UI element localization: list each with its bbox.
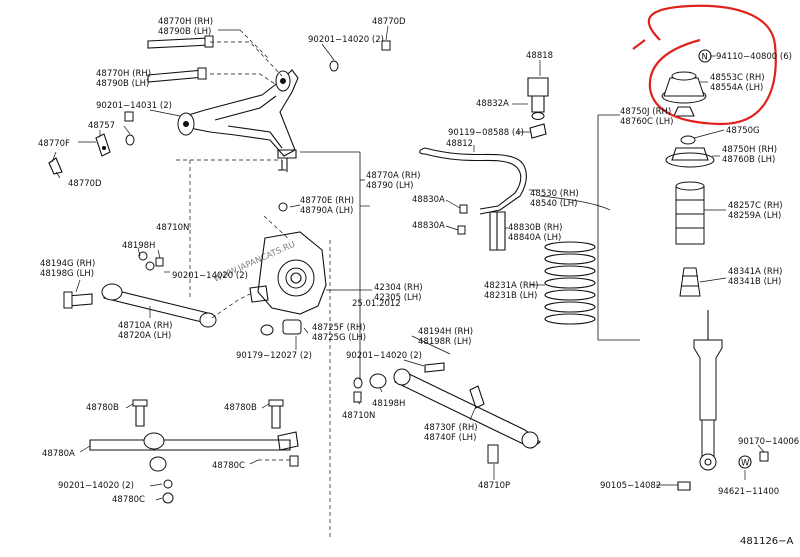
label-48830a-b: 48830A <box>412 221 445 231</box>
label-48257c-48259a: 48257C (RH) <box>728 201 783 211</box>
label-48780c-b: 48780C <box>112 495 145 505</box>
label-48770a-48790-lh: 48790 (LH) <box>366 181 414 191</box>
label-48830b-48840a-lh: 48840A (LH) <box>508 233 561 243</box>
w-marker-icon <box>738 455 752 469</box>
label-48780b-a: 48780B <box>86 403 119 413</box>
label-48553c-48554a: 48553C (RH) <box>710 73 765 83</box>
label-48710n-a: 48710N <box>156 223 189 233</box>
label-48812: 48812 <box>446 139 473 149</box>
label-48818: 48818 <box>526 51 553 61</box>
label-48770a-48790: 48770A (RH) <box>366 171 421 181</box>
label-48770e-48790a: 48770E (RH) <box>300 196 354 206</box>
label-48530-48540-lh: 48540 (LH) <box>530 199 578 209</box>
label-48730f-48740f-lh: 48740F (LH) <box>424 433 476 443</box>
label-48750j-48760c-lh: 48760C (LH) <box>620 117 673 127</box>
label-48341a-48341b-lh: 48341B (LH) <box>728 277 781 287</box>
coil-spring <box>544 241 596 325</box>
label-48198h-a: 48198H <box>122 241 155 251</box>
label-48770h-48790b: 48770H (RH) <box>158 17 213 27</box>
w-marker-label: W <box>741 459 750 469</box>
highlight-tail <box>632 39 646 50</box>
rear-axle-carrier <box>249 231 327 336</box>
label-90119-08588: 90119−08588 (4) <box>448 128 524 138</box>
label-48830b-48840a: 48830B (RH) <box>508 223 563 233</box>
label-48341a-48341b: 48341A (RH) <box>728 267 783 277</box>
label-48194g-48198g: 48194G (RH) <box>40 259 95 269</box>
label-48231a-48231b: 48231A (RH) <box>484 281 539 291</box>
label-48725f-48725g-lh: 48725G (LH) <box>312 333 366 343</box>
label-48553c-48554a-lh: 48554A (LH) <box>710 83 763 93</box>
label-48770h-48790b-b: 48770H (RH) <box>96 69 151 79</box>
label-90179-12027: 90179−12027 (2) <box>236 351 312 361</box>
label-48770d-top: 48770D <box>372 17 406 27</box>
label-48770f: 48770F <box>38 139 70 149</box>
label-48194h-48198r: 48194H (RH) <box>418 327 473 337</box>
label-48750g: 48750G <box>726 126 760 136</box>
label-48710a-48720a-lh: 48720A (LH) <box>118 331 171 341</box>
label-48710a-48720a: 48710A (RH) <box>118 321 173 331</box>
leader-lines <box>51 25 765 540</box>
label-48770e-48790a-lh: 48790A (LH) <box>300 206 353 216</box>
label-48257c-48259a-lh: 48259A (LH) <box>728 211 781 221</box>
label-90105-14082: 90105−14082 <box>600 481 661 491</box>
label-90201-14020-b: 90201−14020 (2) <box>172 271 248 281</box>
label-48725f-48725g: 48725F (RH) <box>312 323 366 333</box>
label-48830a-a: 48830A <box>412 195 445 205</box>
diagram-reference-number: 481126−A <box>740 536 794 547</box>
label-48530-48540: 48530 (RH) <box>530 189 579 199</box>
label-48750h-48760b: 48750H (RH) <box>722 145 777 155</box>
label-90201-14031: 90201−14031 (2) <box>96 101 172 111</box>
strut-mount-group <box>661 71 715 297</box>
label-48194h-48198r-lh: 48198R (LH) <box>418 337 471 347</box>
label-48780a: 48780A <box>42 449 75 459</box>
label-48770d-left: 48770D <box>68 179 102 189</box>
label-48710n-b: 48710N <box>342 411 375 421</box>
label-42304-42305: 42304 (RH) <box>374 283 423 293</box>
label-48231a-48231b-lh: 48231B (LH) <box>484 291 537 301</box>
label-48198h-b: 48198H <box>372 399 405 409</box>
label-48750h-48760b-lh: 48760B (LH) <box>722 155 775 165</box>
label-48770h-48790b-b-lh: 48790B (LH) <box>96 79 149 89</box>
upper-control-arm <box>177 69 299 172</box>
label-48770h-48790b-lh: 48790B (LH) <box>158 27 211 37</box>
label-48832a: 48832A <box>476 99 509 109</box>
arm-bolts <box>48 35 391 212</box>
label-48780b-b: 48780B <box>224 403 257 413</box>
label-48194g-48198g-lh: 48198G (LH) <box>40 269 94 279</box>
label-90201-14020-a: 90201−14020 (2) <box>308 35 384 45</box>
label-48757: 48757 <box>88 121 115 131</box>
label-42304-42305-lh: 42305 (LH) <box>374 293 422 303</box>
label-94110-40800: 94110−40800 (6) <box>716 52 792 62</box>
lower-arm-48710a <box>63 251 217 328</box>
label-48710p: 48710P <box>478 481 510 491</box>
label-94621-11400: 94621−11400 <box>718 487 779 497</box>
label-48780c-a: 48780C <box>212 461 245 471</box>
shock-absorber <box>677 310 769 491</box>
lower-arm-48780a <box>89 399 299 504</box>
highlight-circle <box>647 4 777 126</box>
label-48750j-48760c: 48750J (RH) <box>620 107 671 117</box>
lower-arm-48730f <box>353 362 541 464</box>
label-90201-14020-d: 90201−14020 (2) <box>58 481 134 491</box>
label-48730f-48740f: 48730F (RH) <box>424 423 478 433</box>
part-labels: 48770H (RH) 48790B (LH) 48770D 90201−140… <box>38 17 799 547</box>
label-90201-14020-c: 90201−14020 (2) <box>346 351 422 361</box>
label-90170-14006: 90170−14006 <box>738 437 799 447</box>
stabilizer-bar <box>419 77 549 251</box>
date-stamp: 25.01.2012 <box>352 299 401 309</box>
n-marker-label: N <box>702 53 708 63</box>
